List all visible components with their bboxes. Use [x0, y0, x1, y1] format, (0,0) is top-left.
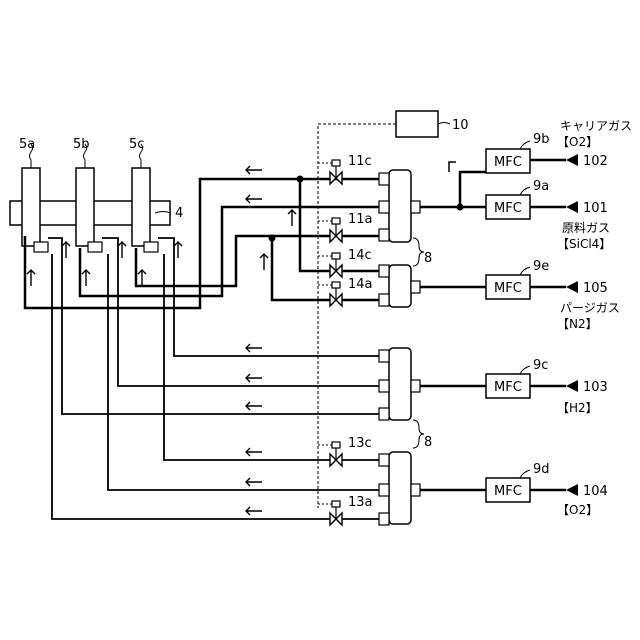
header-lower-1-port-b: [379, 380, 389, 392]
gas-label-purge: パージガス: [560, 301, 620, 315]
header-lower-1-port-a: [379, 350, 389, 362]
brace-lower: [413, 420, 424, 448]
burner-5c: 5c: [129, 137, 158, 252]
junction-3: [457, 204, 464, 211]
header-upper-1-port-b: [379, 201, 389, 213]
header-upper-2-port-b: [379, 294, 389, 306]
svg-text:9c: 9c: [533, 358, 548, 373]
mfc-9e: MFC 9e: [486, 259, 549, 299]
svg-text:MFC: MFC: [494, 380, 522, 395]
valve-14c: 14c: [318, 248, 372, 277]
mfc-9c: MFC 9c: [486, 358, 548, 398]
svg-text:5c: 5c: [129, 137, 144, 152]
burner-5b: 5b: [73, 137, 102, 252]
svg-text:5a: 5a: [19, 137, 35, 152]
svg-text:9a: 9a: [533, 179, 549, 194]
controller-leader: [438, 123, 450, 125]
svg-text:9b: 9b: [533, 132, 550, 147]
header-upper-1-port-a: [379, 173, 389, 185]
gas-label-purge-2: 【N2】: [557, 317, 598, 331]
svg-text:13a: 13a: [348, 495, 373, 510]
svg-text:9d: 9d: [533, 462, 550, 477]
manifold-ref: 4: [175, 206, 183, 221]
gas-label-o2: 【O2】: [557, 503, 598, 517]
svg-text:11a: 11a: [348, 212, 373, 227]
header-upper-1: [389, 170, 411, 242]
valve-13c: 13c: [318, 436, 372, 466]
brace-upper: [413, 238, 424, 266]
port-104: 104: [583, 484, 608, 499]
mfc-9b: MFC 9b: [486, 132, 550, 173]
header-upper-2: [389, 265, 411, 307]
gas-label-carrier: キャリアガス: [560, 119, 632, 133]
header-lower-2-port-a: [379, 454, 389, 466]
header-upper-2-port-a: [379, 265, 389, 277]
svg-text:MFC: MFC: [494, 155, 522, 170]
svg-text:MFC: MFC: [494, 281, 522, 296]
header-lower-2: [389, 452, 411, 524]
header-lower-1: [389, 348, 411, 420]
junction-1: [297, 176, 304, 183]
header-lower-2-port-b: [379, 484, 389, 496]
flow-arrows-up: [27, 210, 296, 286]
controller-box: [396, 111, 438, 137]
svg-text:5b: 5b: [73, 137, 90, 152]
gas-label-raw: 原料ガス: [562, 221, 610, 235]
svg-text:MFC: MFC: [494, 484, 522, 499]
flow-arrows-left: [246, 166, 262, 515]
burner-5a: 5a: [19, 137, 48, 252]
lower-pipes: [48, 238, 379, 519]
header-ref-lower: 8: [424, 435, 432, 450]
svg-text:9e: 9e: [533, 259, 549, 274]
tee-arrow: [449, 162, 456, 172]
header-lower-2-port-c: [379, 513, 389, 525]
valve-14a: 14a: [318, 277, 373, 306]
port-101: 101: [583, 201, 608, 216]
header-ref-upper: 8: [424, 251, 432, 266]
port-102: 102: [583, 154, 608, 169]
manifold-leader: [155, 212, 171, 214]
valve-13a: 13a: [318, 495, 373, 525]
svg-text:14c: 14c: [348, 248, 372, 263]
gas-label-carrier-2: 【O2】: [557, 135, 598, 149]
header-upper-1-in: [411, 201, 420, 213]
svg-text:11c: 11c: [348, 154, 372, 169]
gas-label-h2: 【H2】: [557, 401, 598, 415]
svg-text:14a: 14a: [348, 277, 373, 292]
header-lower-1-in: [411, 380, 420, 392]
junction-2: [269, 235, 276, 242]
mfc-9d: MFC 9d: [486, 462, 550, 502]
controller-ref: 10: [452, 118, 469, 133]
port-103: 103: [583, 380, 608, 395]
svg-text:MFC: MFC: [494, 201, 522, 216]
header-lower-1-port-c: [379, 408, 389, 420]
header-lower-2-in: [411, 484, 420, 496]
gas-label-raw-2: 【SiCl4】: [557, 237, 611, 251]
svg-text:13c: 13c: [348, 436, 372, 451]
header-upper-2-in: [411, 281, 420, 293]
port-105: 105: [583, 281, 608, 296]
mfc-9a: MFC 9a: [486, 179, 549, 219]
header-upper-1-port-c: [379, 229, 389, 241]
valve-11a: 11a: [318, 212, 373, 242]
